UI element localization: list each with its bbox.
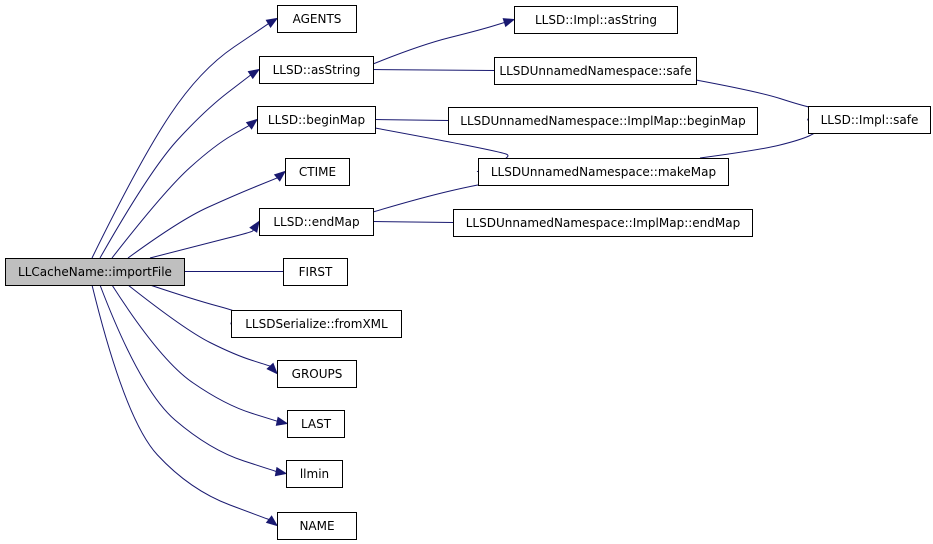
node-agents[interactable]: AGENTS: [277, 5, 357, 33]
edge-root-to-beginmap: [111, 118, 259, 259]
edge-line: [372, 221, 454, 223]
node-label: LLSD::endMap: [273, 215, 359, 229]
node-layer: LLCacheName::importFile AGENTSLLSD::asStr…: [5, 5, 931, 540]
arrowhead-icon: [274, 466, 288, 477]
edge-beginmap-to-implmap_beginmap: [374, 119, 449, 121]
node-impl-asstring[interactable]: LLSD::Impl::asString: [514, 6, 678, 34]
edge-line: [99, 73, 252, 259]
node-groups[interactable]: GROUPS: [277, 360, 357, 388]
edge-line: [372, 69, 495, 71]
edge-root-to-groups: [127, 284, 278, 375]
node-name[interactable]: NAME: [277, 512, 357, 540]
edge-root-to-endmap: [149, 220, 260, 259]
node-label: LLSDUnnamedNamespace::ImplMap::beginMap: [460, 114, 745, 128]
node-llmin[interactable]: llmin: [286, 460, 343, 488]
node-ctime[interactable]: CTIME: [285, 158, 350, 186]
edge-line: [127, 177, 278, 259]
arrowhead-icon: [245, 118, 259, 130]
node-box: [286, 460, 343, 488]
node-label: LLSDUnnamedNamespace::ImplMap::endMap: [466, 216, 740, 230]
arrowhead-icon: [266, 362, 278, 375]
arrowhead-icon: [275, 416, 289, 426]
node-label: LLSD::beginMap: [268, 113, 365, 127]
edge-root-to-last: [111, 284, 289, 426]
edge-asstring-to-impl_asstring: [372, 18, 516, 65]
node-box: [514, 6, 678, 34]
edge-root-to-llmin: [99, 284, 288, 477]
node-label: llmin: [300, 467, 329, 481]
node-fromxml[interactable]: LLSDSerialize::fromXML: [231, 310, 402, 338]
edge-line: [372, 21, 506, 65]
node-box: [494, 57, 697, 85]
edge-asstring-to-ns_safe: [372, 69, 495, 71]
node-label: CTIME: [299, 165, 336, 179]
node-label: LLCacheName::importFile: [18, 265, 172, 279]
node-ns-safe[interactable]: LLSDUnnamedNamespace::safe: [494, 57, 697, 85]
edge-endmap-to-implmap_endmap: [372, 221, 454, 223]
node-box: [448, 107, 758, 135]
node-last[interactable]: LAST: [287, 410, 345, 438]
arrowhead-icon: [247, 68, 261, 80]
node-implmap-beginmap[interactable]: LLSDUnnamedNamespace::ImplMap::beginMap: [448, 107, 758, 135]
node-label: AGENTS: [293, 12, 342, 26]
node-box: [283, 258, 348, 286]
arrowhead-icon: [249, 220, 260, 233]
edge-line: [91, 284, 271, 521]
node-root[interactable]: LLCacheName::importFile: [5, 258, 185, 286]
edge-line: [91, 23, 269, 259]
node-box: [259, 208, 374, 236]
edge-line: [374, 119, 449, 121]
node-label: LAST: [301, 417, 332, 431]
edge-line: [111, 284, 280, 423]
node-box: [257, 106, 376, 134]
node-label: LLSDUnnamedNamespace::makeMap: [491, 165, 716, 179]
node-label: LLSD::Impl::safe: [821, 113, 919, 127]
node-label: GROUPS: [292, 367, 343, 381]
edge-line: [149, 229, 254, 259]
arrowhead-icon: [502, 18, 516, 28]
node-makemap[interactable]: LLSDUnnamedNamespace::makeMap: [478, 158, 729, 186]
node-box: [5, 258, 185, 286]
arrowhead-icon: [265, 515, 279, 527]
node-label: LLSD::asString: [273, 63, 361, 77]
arrowhead-icon: [273, 170, 287, 182]
node-label: NAME: [299, 519, 334, 533]
edge-line: [149, 284, 240, 316]
node-label: LLSDUnnamedNamespace::safe: [499, 64, 691, 78]
edge-root-to-name: [91, 284, 279, 527]
node-beginmap[interactable]: LLSD::beginMap: [257, 106, 376, 134]
node-box: [287, 410, 345, 438]
edge-root-to-ctime: [127, 170, 287, 259]
node-box: [478, 158, 729, 186]
node-box: [231, 310, 402, 338]
node-box: [259, 56, 374, 84]
node-box: [277, 512, 357, 540]
node-label: LLSDSerialize::fromXML: [245, 317, 388, 331]
arrowhead-icon: [265, 17, 279, 29]
node-implmap-endmap[interactable]: LLSDUnnamedNamespace::ImplMap::endMap: [453, 209, 753, 237]
node-label: FIRST: [299, 265, 333, 279]
edge-root-to-agents: [91, 17, 279, 259]
node-asstring[interactable]: LLSD::asString: [259, 56, 374, 84]
node-box: [277, 360, 357, 388]
node-box: [285, 158, 350, 186]
node-box: [453, 209, 753, 237]
edge-line: [374, 127, 509, 168]
node-first[interactable]: FIRST: [283, 258, 348, 286]
node-box: [808, 106, 931, 134]
node-endmap[interactable]: LLSD::endMap: [259, 208, 374, 236]
node-box: [277, 5, 357, 33]
node-impl-safe[interactable]: LLSD::Impl::safe: [808, 106, 931, 134]
edge-line: [111, 124, 251, 259]
edge-line: [99, 284, 278, 473]
node-label: LLSD::Impl::asString: [535, 13, 657, 27]
edge-layer: [91, 17, 821, 527]
edge-line: [127, 284, 271, 367]
edge-root-to-fromxml: [149, 284, 242, 325]
edge-root-to-asstring: [99, 68, 261, 259]
